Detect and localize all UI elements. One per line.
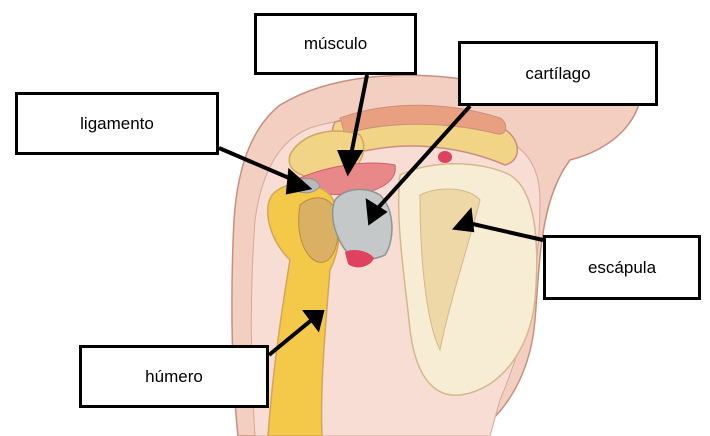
label-ligamento-text: ligamento [80, 114, 154, 134]
label-humero: húmero [79, 345, 269, 408]
label-cartilago-text: cartílago [525, 64, 590, 84]
label-musculo: músculo [254, 13, 417, 75]
label-escapula-text: escápula [588, 258, 656, 278]
label-humero-text: húmero [145, 367, 203, 387]
label-escapula: escápula [543, 235, 701, 300]
label-cartilago: cartílago [458, 41, 658, 106]
muscle-highlight [438, 151, 452, 163]
label-ligamento: ligamento [15, 92, 219, 155]
label-musculo-text: músculo [304, 34, 367, 54]
